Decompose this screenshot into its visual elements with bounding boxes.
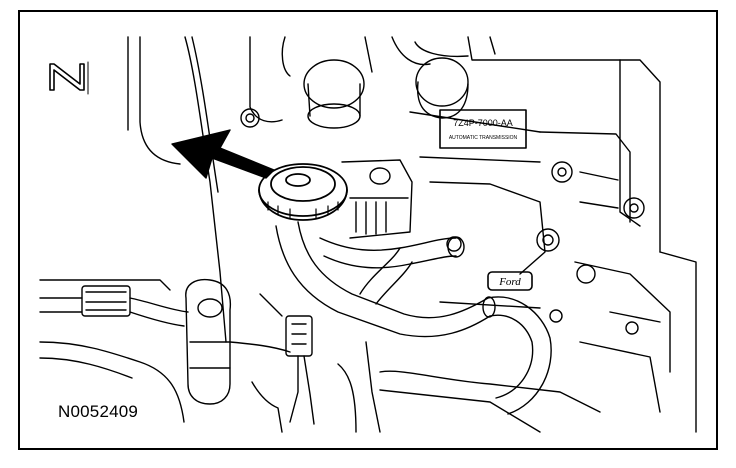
svg-text:N: N — [68, 85, 69, 87]
engine-illustration: N — [39, 36, 697, 433]
svg-text:Ford: Ford — [498, 276, 521, 288]
reservoir-cap — [258, 163, 348, 221]
top-cylinders — [303, 41, 469, 129]
reservoir-body — [341, 159, 413, 239]
electrical-plug — [259, 293, 315, 425]
pointer-arrow-icon — [171, 129, 275, 179]
hose-secondary — [319, 236, 465, 305]
hose-main — [275, 221, 552, 415]
label-plate: 7Z4P-7000-AA AUTOMATIC TRANSMISSION — [439, 109, 527, 149]
sensor-connector — [39, 279, 189, 327]
brand-badge: Ford — [487, 271, 533, 291]
figure-frame: N — [18, 10, 718, 450]
mounting-bolts — [240, 108, 645, 335]
svg-text:AUTOMATIC TRANSMISSION: AUTOMATIC TRANSMISSION — [449, 135, 518, 141]
figure-id-label: N0052409 — [58, 402, 139, 421]
tube-bracket — [185, 278, 291, 405]
cable-loops — [39, 341, 381, 433]
engine-block — [127, 36, 697, 433]
view-marker-n: N — [49, 61, 89, 95]
svg-text:7Z4P-7000-AA: 7Z4P-7000-AA — [453, 118, 513, 128]
